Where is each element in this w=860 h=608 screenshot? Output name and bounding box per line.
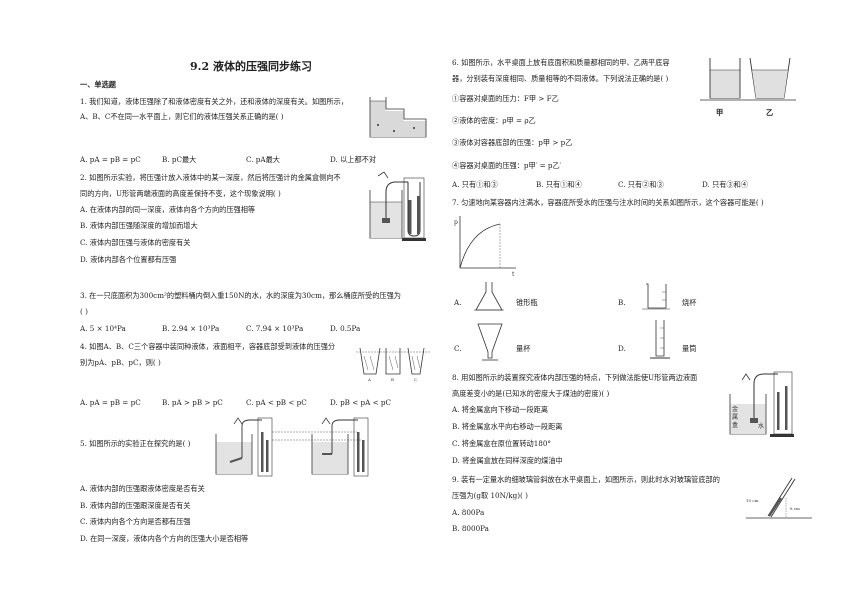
q2-option-b: B. 液体内部压强随深度的增加而增大 [80, 221, 198, 230]
svg-text:B: B [391, 377, 394, 382]
q6-item-1: ①容器对桌面的压力：F甲 > F乙 [452, 94, 559, 103]
q7-option-c-name: 量杯 [516, 344, 531, 353]
q4-option-a: A. pA = pB = pC [80, 398, 141, 407]
svg-text:C: C [414, 377, 417, 382]
q7-option-d-letter: D. [618, 344, 626, 353]
q5-option-a: A. 液体内部的压强跟液体密度是否有关 [80, 484, 205, 493]
q6-figure-label-yi: 乙 [766, 108, 774, 117]
q7-axis-t-label: t [512, 271, 515, 278]
q2-option-c: C. 液体内部压强与液体的密度有关 [80, 238, 191, 247]
q9-option-a: A. 800Pa [452, 508, 485, 517]
q7-option-d-name: 量筒 [682, 344, 697, 353]
q7-stem-line1: 7. 匀速地向某容器内注满水，容器底所受水的压强与注水时间的关系如图所示，这个容… [452, 198, 764, 207]
q6-option-d: D. 只有③和④ [702, 180, 749, 189]
q8-figure-label-he: 盒 [732, 421, 738, 429]
q7-option-a-name: 锥形瓶 [516, 298, 538, 307]
q6-option-c: C. 只有②和③ [618, 180, 664, 189]
q3-option-c: C. 7.94 × 10³Pa [246, 324, 304, 333]
q7-beaker-icon [642, 283, 670, 310]
q8-option-b: B. 将金属盒水平向右移动一段距离 [452, 422, 563, 431]
q3-stem-line2: ( ) [80, 307, 88, 316]
q2-option-d: D. 液体内部各个位置都有压强 [80, 255, 177, 264]
q4-three-containers-figure: A B C [356, 347, 430, 382]
q6-two-containers-figure [700, 57, 796, 101]
q9-tilted-tube-figure: 10 cm 8 cm [746, 477, 812, 519]
q3-option-a: A. 5 × 10⁴Pa [80, 324, 126, 333]
q4-option-b: B. pA > pB > pC [162, 398, 223, 407]
q3-option-d: D. 0.5Pa [330, 324, 361, 333]
q1-stem-line2: A、B、C不在同一水平面上，则它们的液体压强关系正确的是( ) [80, 112, 284, 121]
section-heading: 一、单选题 [80, 80, 116, 89]
q7-pressure-time-graph: p t [454, 216, 516, 278]
q6-stem-line1: 6. 如图所示，水平桌面上放有底面积和质量都相同的甲、乙两平底容 [452, 58, 670, 67]
q9-stem-line2: 压强为(g取 10N/kg)( ) [452, 491, 528, 500]
q4-stem-line1: 4. 如图A、B、C三个容器中装同种液体，液面相平，容器底部受到液体的压强分 [80, 342, 336, 351]
q9-figure-label-10cm: 10 cm [746, 498, 759, 503]
q1-option-d: D. 以上都不对 [330, 155, 377, 164]
q8-stem-line2: 高度差变小的是(已知水的密度大于煤油的密度)( ) [452, 389, 610, 398]
q6-item-4: ④容器对桌面的压强：p甲′ = p乙′ [452, 161, 562, 170]
q8-option-d: D. 将金属盒放在同样深度的煤油中 [452, 456, 563, 465]
q6-item-2: ②液体的密度：ρ甲 = ρ乙 [452, 116, 536, 125]
q2-pressure-gauge-figure [369, 171, 426, 241]
q7-option-b-name: 烧杯 [682, 298, 697, 307]
q7-option-a-letter: A. [454, 298, 462, 307]
q7-measuring-cup-icon [477, 323, 503, 361]
q7-axis-p-label: p [454, 219, 458, 226]
q7-graduated-cylinder-icon [650, 320, 670, 359]
q6-figure-label-jia: 甲 [716, 108, 724, 117]
q4-option-d: D. pB < pA < pC [330, 398, 392, 407]
q3-stem-line1: 3. 在一只底面积为300cm²的塑料桶内倒入重150N的水，水的深度为30cm… [80, 291, 401, 300]
q2-option-a: A. 在液体内部的同一深度，液体向各个方向的压强相等 [80, 205, 256, 214]
q5-option-b: B. 液体内部的压强跟深度是否有关 [80, 501, 191, 510]
q8-option-c: C. 将金属盒在原位置转动180° [452, 439, 552, 448]
q5-two-gauges-figure [215, 417, 369, 477]
q8-gauge-figure: 金 属 盒 水 [729, 371, 794, 437]
q9-figure-label-8cm: 8 cm [790, 506, 800, 511]
q5-option-d: D. 在同一深度，液体内各个方向的压强大小是否相等 [80, 534, 249, 543]
q4-stem-line2: 别为pA、pB、pC，则( ) [80, 358, 161, 367]
q3-option-b: B. 2.94 × 10³Pa [162, 324, 220, 333]
q4-option-c: C. pA < pB < pC [246, 398, 307, 407]
q9-stem-line1: 9. 装有一定量水的细玻璃管斜放在水平桌面上，如图所示，则此时水对玻璃管底部的 [452, 475, 720, 484]
q5-stem-line1: 5. 如图所示的实验正在探究的是( ) [80, 439, 191, 448]
q2-stem-line2: 同的方向，U形管两端液面的高度差保持不变，这个现象说明( ) [80, 189, 281, 198]
q6-option-b: B. 只有①和④ [536, 180, 582, 189]
q7-conical-flask-icon [474, 282, 504, 311]
q5-option-c: C. 液体内向各个方向是否都有压强 [80, 517, 191, 526]
q8-figure-label-jin: 金 [732, 405, 738, 413]
q1-option-a: A. pA = pB = pC [80, 155, 141, 164]
q6-option-a: A. 只有①和③ [452, 180, 498, 189]
q6-stem-line2: 器，分别装有深度相同、质量相等的不同液体。下列说法正确的是( ) [452, 74, 669, 83]
q1-option-c: C. pA最大 [246, 155, 280, 164]
q1-stem-line1: 1. 我们知道，液体压强除了和液体密度有关之外，还和液体的深度有关。如图所示， [80, 97, 348, 106]
q7-option-c-letter: C. [454, 344, 462, 353]
q8-option-a: A. 将金属盒向下移动一段距离 [452, 405, 549, 414]
q9-option-b: B. 8000Pa [452, 524, 489, 533]
q8-figure-label-shui: 水 [758, 422, 764, 430]
q8-stem-line1: 8. 用如图所示的装置探究液体内部压强的特点，下列做法能使U形管两边液面 [452, 373, 698, 382]
page-title: 9.2 液体的压强同步练习 [190, 60, 312, 73]
q1-option-b: B. pC最大 [162, 155, 197, 164]
q1-stepped-container-figure [369, 97, 427, 138]
q6-item-3: ③液体对容器底部的压强：p甲 > p乙 [452, 138, 573, 147]
q2-stem-line1: 2. 如图所示实验，将压强计放入液体中的某一深度，然后将压强计的金属盒侧向不 [80, 173, 341, 182]
q8-figure-label-shu: 属 [732, 414, 738, 421]
svg-text:A: A [367, 377, 371, 382]
q7-option-b-letter: B. [618, 298, 626, 307]
